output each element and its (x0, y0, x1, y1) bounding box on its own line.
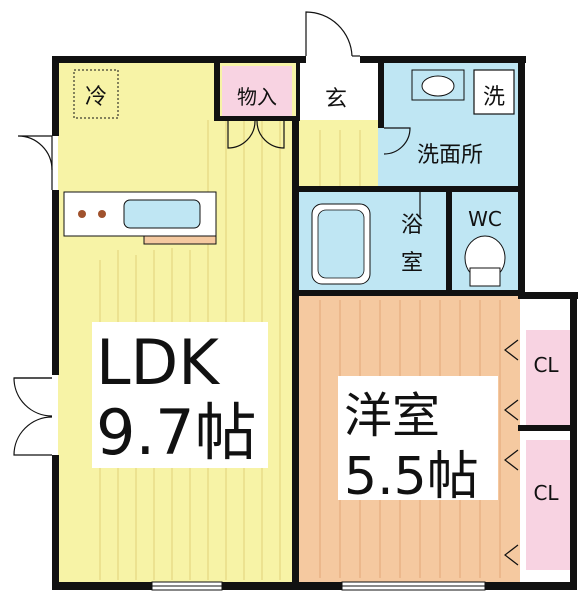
bath-label-1: 浴 (401, 213, 423, 238)
western-name: 洋室 (344, 388, 440, 444)
windows (151, 581, 486, 591)
ldk-name: LDK (96, 326, 220, 399)
closet-2-floor (526, 440, 572, 570)
hall-floor (298, 120, 378, 190)
western-size: 5.5帖 (344, 447, 479, 507)
closet-2-label: CL (533, 481, 559, 505)
kitchen-counter (63, 191, 217, 245)
closet-1-label: CL (533, 353, 559, 377)
storage-label: 物入 (237, 85, 277, 109)
storage-floor (222, 66, 292, 116)
toilet-label: WC (468, 207, 502, 231)
ldk-size: 9.7帖 (96, 396, 257, 469)
washer-label: 洗 (483, 85, 505, 110)
entrance-label: 玄 (325, 87, 347, 112)
washer-icon (473, 69, 515, 115)
door-swing-icon (13, 11, 519, 566)
fridge-icon (73, 69, 119, 119)
washroom-label: 洗面所 (417, 143, 483, 168)
fridge-label: 冷 (85, 85, 107, 110)
walls (52, 56, 578, 590)
entrance-floor (300, 66, 378, 118)
sink-icon (411, 69, 465, 101)
bathtub-basin (317, 209, 365, 279)
bath-label-2: 室 (401, 251, 423, 276)
stove-icon (78, 210, 106, 218)
toilet-icon (464, 235, 506, 287)
ldk-floor (58, 60, 298, 582)
closet-1-floor (526, 330, 572, 426)
western-label-bg (338, 376, 498, 500)
kitchen-sink-icon (123, 199, 201, 229)
ldk-label-bg (92, 322, 268, 468)
